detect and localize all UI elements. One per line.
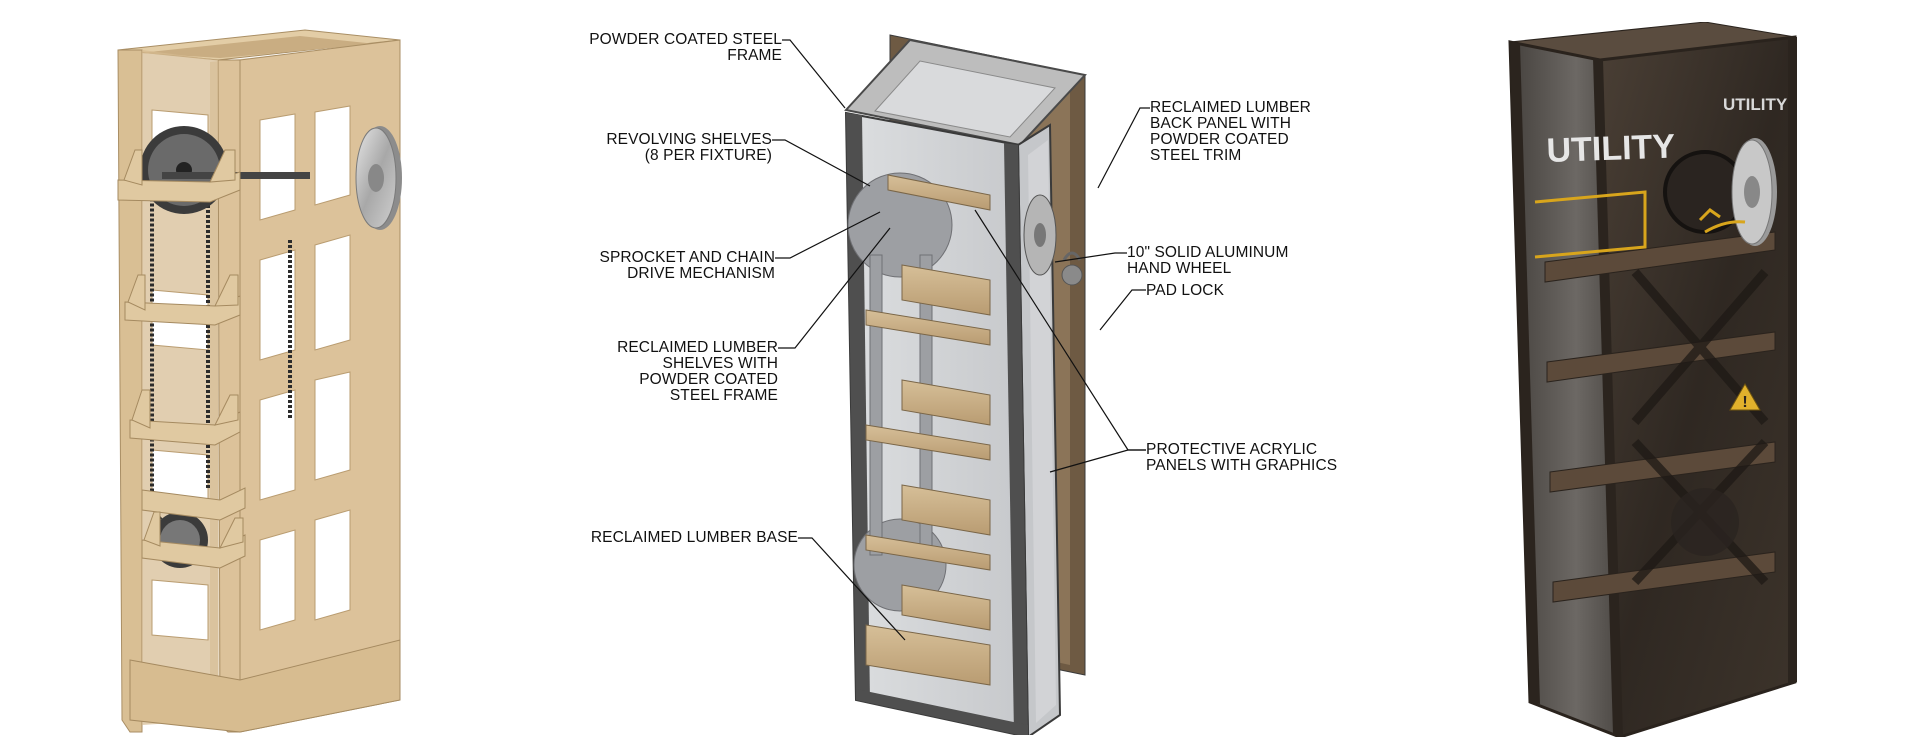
callout-sprocket-chain: SPROCKET AND CHAIN DRIVE MECHANISM (560, 250, 775, 282)
hand-wheel (355, 126, 402, 230)
callout-line: STEEL TRIM (1150, 147, 1242, 164)
callout-line: SPROCKET AND CHAIN (599, 249, 775, 266)
callout-line: POWDER COATED (1150, 131, 1289, 148)
callout-back-panel: RECLAIMED LUMBER BACK PANEL WITH POWDER … (1150, 100, 1311, 164)
callout-line: POWDER COATED STEEL (589, 31, 782, 48)
technical-fixture-diagram (844, 34, 1087, 735)
callout-line: SHELVES WITH (662, 355, 778, 372)
callout-revolving-shelves: REVOLVING SHELVES (8 PER FIXTURE) (560, 132, 772, 164)
callout-lumber-shelves: RECLAIMED LUMBER SHELVES WITH POWDER COA… (560, 340, 778, 404)
callout-line: HAND WHEEL (1127, 260, 1232, 277)
mdf-prototype-fixture (117, 29, 402, 733)
callout-line: RECLAIMED LUMBER BASE (590, 529, 798, 546)
lumber-shelves (865, 174, 991, 686)
side-panel-cutouts (259, 105, 351, 631)
panel-label-front: UTILITY (1546, 128, 1676, 170)
callout-lumber-base: RECLAIMED LUMBER BASE (560, 530, 798, 546)
finished-fixture-render: ! UTILITY UTILITY (1508, 22, 1797, 737)
render-hand-wheel (1731, 138, 1777, 246)
callout-line: PAD LOCK (1146, 282, 1225, 299)
svg-text:!: ! (1742, 394, 1747, 411)
callout-line: PANELS WITH GRAPHICS (1146, 457, 1338, 474)
callout-pad-lock: PAD LOCK (1146, 283, 1224, 299)
hand-wheel-diagram (1023, 194, 1057, 276)
yellow-graphic-outline (1534, 190, 1746, 259)
callout-line: RECLAIMED LUMBER (1150, 99, 1311, 116)
callout-line: POWDER COATED (639, 371, 778, 388)
callout-hand-wheel: 10" SOLID ALUMINUM HAND WHEEL (1127, 245, 1289, 277)
callout-powder-coated-frame: POWDER COATED STEEL FRAME (560, 32, 782, 64)
warning-icon: ! (1729, 382, 1761, 411)
revolving-shelves (117, 149, 246, 569)
callout-line: BACK PANEL WITH (1150, 115, 1292, 132)
callout-line: FRAME (727, 47, 782, 64)
callout-line: STEEL FRAME (669, 387, 778, 404)
callout-line: REVOLVING SHELVES (606, 131, 772, 148)
callout-line: DRIVE MECHANISM (627, 265, 775, 282)
callout-line: PROTECTIVE ACRYLIC (1146, 441, 1318, 458)
callout-line: 10" SOLID ALUMINUM (1127, 244, 1289, 261)
panel-label-side: UTILITY (1723, 95, 1788, 114)
callout-acrylic-panels: PROTECTIVE ACRYLIC PANELS WITH GRAPHICS (1146, 442, 1337, 474)
callout-line: RECLAIMED LUMBER (617, 339, 778, 356)
callout-line: (8 PER FIXTURE) (644, 147, 772, 164)
